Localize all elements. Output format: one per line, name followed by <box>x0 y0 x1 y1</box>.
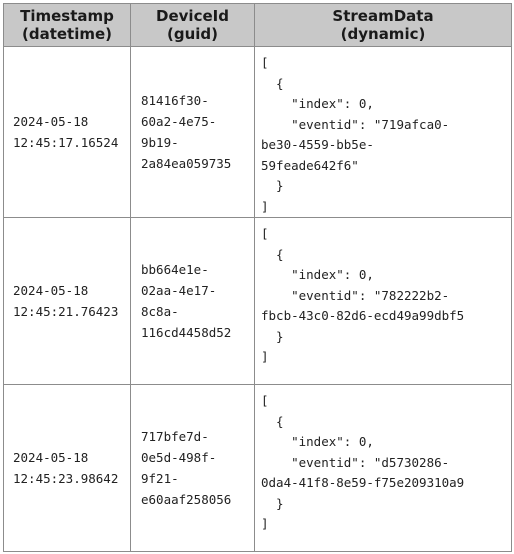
stream-data-cell: [ { "index": 0, "eventid": "d5730286- 0da… <box>254 384 512 552</box>
timestamp-cell: 2024-05-18 12:45:21.76423 <box>3 217 131 385</box>
device-id-cell: 81416f30- 60a2-4e75- 9b19- 2a84ea059735 <box>130 46 255 218</box>
device-id-line: bb664e1e- <box>141 262 209 277</box>
device-id-line: 60a2-4e75- <box>141 114 217 129</box>
stream-data-line: { <box>261 75 284 91</box>
stream-data-line: fbcb-43c0-82d6-ecd49a99dbf5 <box>261 308 465 323</box>
header-streamdata: StreamData (dynamic) <box>254 3 512 47</box>
stream-data-line: } <box>261 328 284 344</box>
stream-data-line: [ <box>261 393 269 408</box>
header-streamdata-name: StreamData <box>332 7 434 25</box>
header-timestamp-type: (datetime) <box>21 25 113 43</box>
stream-data-line: 59feade642f6" <box>261 157 359 173</box>
timestamp-line: 2024-05-18 <box>13 114 89 129</box>
header-row: Timestamp (datetime) DeviceId (guid) Str… <box>3 3 512 47</box>
stream-data-json: [ { "index": 0, "eventid": "d5730286- 0da… <box>261 391 511 535</box>
stream-data-line: ] <box>261 516 269 531</box>
device-id-line: e60aaf258056 <box>141 492 232 507</box>
stream-data-line: } <box>261 495 284 511</box>
stream-data-line: "index": 0, <box>261 434 374 449</box>
header-streamdata-type: (dynamic) <box>340 25 426 43</box>
header-deviceid: DeviceId (guid) <box>130 3 255 47</box>
stream-data-line: } <box>261 178 284 193</box>
timestamp-cell: 2024-05-18 12:45:23.98642 <box>3 384 131 552</box>
stream-data-json: [ { "index": 0, "eventid": "719afca0- be3… <box>261 53 511 217</box>
stream-data-line: { <box>261 246 284 262</box>
table-row: 2024-05-18 12:45:23.98642 717bfe7d- 0e5d-49… <box>3 384 512 552</box>
stream-data-cell: [ { "index": 0, "eventid": "719afca0- be3… <box>254 46 512 218</box>
device-id-line: 02aa-4e17- <box>141 283 217 298</box>
table-row: 2024-05-18 12:45:17.16524 81416f30- 60a2-4e… <box>3 46 512 218</box>
device-id-line: 0e5d-498f- <box>141 450 217 465</box>
timestamp-line: 12:45:21.76423 <box>13 304 119 319</box>
device-id-line: 116cd4458d52 <box>141 325 232 340</box>
stream-data-line: be30-4559-bb5e- <box>261 137 374 152</box>
device-id-cell: 717bfe7d- 0e5d-498f- 9f21- e60aaf258056 <box>130 384 255 552</box>
stream-data-line: [ <box>261 226 269 241</box>
timestamp-line: 2024-05-18 <box>13 283 89 298</box>
table-row: 2024-05-18 12:45:21.76423 bb664e1e- 02aa-4e… <box>3 217 512 385</box>
device-id-line: 8c8a- <box>141 304 179 319</box>
header-deviceid-name: DeviceId <box>156 7 229 25</box>
stream-data-json: [ { "index": 0, "eventid": "782222b2- fbc… <box>261 224 511 368</box>
stream-data-line: [ <box>261 55 269 70</box>
stream-data-line: "eventid": "782222b2- <box>261 287 450 303</box>
device-id-cell: bb664e1e- 02aa-4e17- 8c8a- 116cd4458d52 <box>130 217 255 385</box>
timestamp-line: 12:45:17.16524 <box>13 135 119 150</box>
stream-data-line: { <box>261 413 284 429</box>
device-id-line: 9f21- <box>141 471 179 486</box>
data-table: Timestamp (datetime) DeviceId (guid) Str… <box>3 3 512 552</box>
stream-data-line: "index": 0, <box>261 96 374 111</box>
timestamp-line: 12:45:23.98642 <box>13 471 119 486</box>
stream-data-line: 0da4-41f8-8e59-f75e209310a9 <box>261 475 465 490</box>
stream-data-line: ] <box>261 349 269 364</box>
header-timestamp-name: Timestamp <box>20 7 114 25</box>
stream-data-line: ] <box>261 198 269 214</box>
stream-data-line: "eventid": "719afca0- <box>261 116 450 132</box>
timestamp-cell: 2024-05-18 12:45:17.16524 <box>3 46 131 218</box>
device-id-line: 9b19- <box>141 135 179 150</box>
device-id-line: 717bfe7d- <box>141 429 209 444</box>
stream-data-cell: [ { "index": 0, "eventid": "782222b2- fbc… <box>254 217 512 385</box>
stream-data-line: "eventid": "d5730286- <box>261 454 450 470</box>
device-id-line: 81416f30- <box>141 93 209 108</box>
timestamp-line: 2024-05-18 <box>13 450 89 465</box>
device-id-line: 2a84ea059735 <box>141 156 232 171</box>
header-deviceid-type: (guid) <box>166 25 218 43</box>
stream-data-line: "index": 0, <box>261 267 374 282</box>
header-timestamp: Timestamp (datetime) <box>3 3 131 47</box>
